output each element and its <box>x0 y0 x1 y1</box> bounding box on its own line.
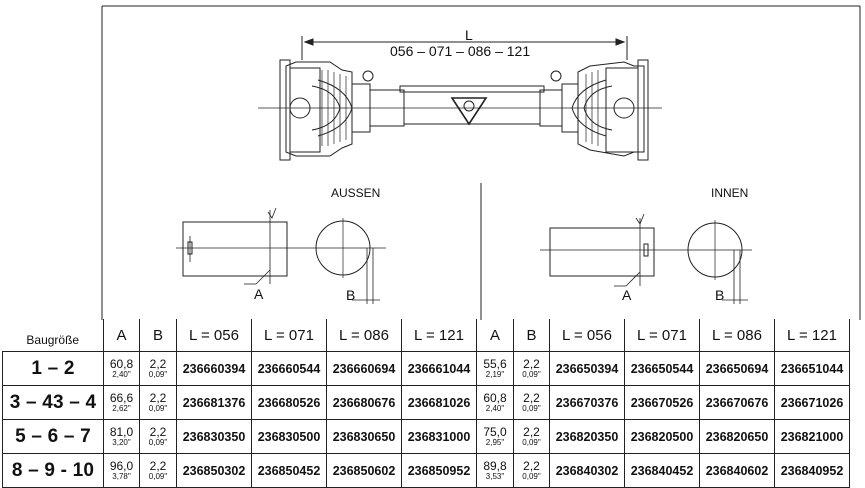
part-number-cell: 236830650 <box>326 419 402 454</box>
outer-l086-header: L = 086 <box>326 319 402 352</box>
inner-profile-drawing <box>540 213 752 304</box>
part-number-cell: 236850602 <box>326 453 402 488</box>
part-number-cell: 236661044 <box>401 351 477 386</box>
part-number-cell: 236660394 <box>176 351 252 386</box>
part-number-cell: 236850952 <box>401 453 477 488</box>
inner-l071-header: L = 071 <box>624 319 700 352</box>
part-number-cell: 236850452 <box>251 453 327 488</box>
length-label: L <box>465 27 473 43</box>
inner-dim-b-label: B <box>715 287 725 303</box>
part-number-cell: 236820500 <box>624 419 700 454</box>
inner-l086-header: L = 086 <box>699 319 775 352</box>
part-number-cell: 236680526 <box>251 385 327 420</box>
part-number-cell: 236820350 <box>549 419 625 454</box>
size-cell: 8 – 9 - 10 <box>2 453 104 488</box>
outer-b-header: B <box>139 319 177 352</box>
part-number-cell: 236670526 <box>624 385 700 420</box>
part-number-cell: 236840302 <box>549 453 625 488</box>
part-number-cell: 236660694 <box>326 351 402 386</box>
outer-l071-header: L = 071 <box>251 319 327 352</box>
part-number-cell: 236840602 <box>699 453 775 488</box>
part-number-cell: 236671026 <box>774 385 850 420</box>
part-number-cell: 236680676 <box>326 385 402 420</box>
part-number-cell: 236681376 <box>176 385 252 420</box>
size-cell: 1 – 2 <box>2 351 104 386</box>
part-number-cell: 236670376 <box>549 385 625 420</box>
part-number-cell: 236650544 <box>624 351 700 386</box>
part-number-cell: 236830350 <box>176 419 252 454</box>
part-number-cell: 236651044 <box>774 351 850 386</box>
drive-shaft-drawing <box>258 59 662 161</box>
table-header-row: Baugröße A B L = 056 L = 071 L = 086 L =… <box>2 319 850 352</box>
part-number-cell: 236650694 <box>699 351 775 386</box>
part-number-cell: 236840452 <box>624 453 700 488</box>
part-number-cell: 236670676 <box>699 385 775 420</box>
length-dimension <box>301 36 628 60</box>
size-column-header: Baugröße <box>2 319 104 352</box>
part-number-cell: 236830500 <box>251 419 327 454</box>
part-number-cell: 236850302 <box>176 453 252 488</box>
part-number-cell: 236650394 <box>549 351 625 386</box>
inner-title: INNEN <box>711 186 749 200</box>
part-number-table: Baugröße A B L = 056 L = 071 L = 086 L =… <box>2 319 850 488</box>
inner-dim-a-label: A <box>622 287 632 303</box>
outer-l121-header: L = 121 <box>401 319 477 352</box>
part-number-cell: 236820650 <box>699 419 775 454</box>
inner-a-header: A <box>476 319 514 352</box>
inner-b-header: B <box>513 319 550 352</box>
inner-l121-header: L = 121 <box>774 319 850 352</box>
part-number-cell: 236831000 <box>401 419 477 454</box>
part-number-cell: 236681026 <box>401 385 477 420</box>
outer-a-header: A <box>103 319 140 352</box>
outer-dim-a-label: A <box>254 286 264 302</box>
outer-title: AUSSEN <box>331 186 381 200</box>
length-variants-label: 056 – 071 – 086 – 121 <box>390 43 531 59</box>
outer-dim-b-label: B <box>346 287 356 303</box>
size-cell: 3 – 43 – 4 <box>2 385 104 420</box>
part-number-cell: 236821000 <box>774 419 850 454</box>
outer-profile-drawing <box>176 207 386 304</box>
size-cell: 5 – 6 – 7 <box>2 419 104 454</box>
part-number-cell: 236840952 <box>774 453 850 488</box>
inner-l056-header: L = 056 <box>549 319 625 352</box>
outer-l056-header: L = 056 <box>176 319 252 352</box>
part-number-cell: 236660544 <box>251 351 327 386</box>
